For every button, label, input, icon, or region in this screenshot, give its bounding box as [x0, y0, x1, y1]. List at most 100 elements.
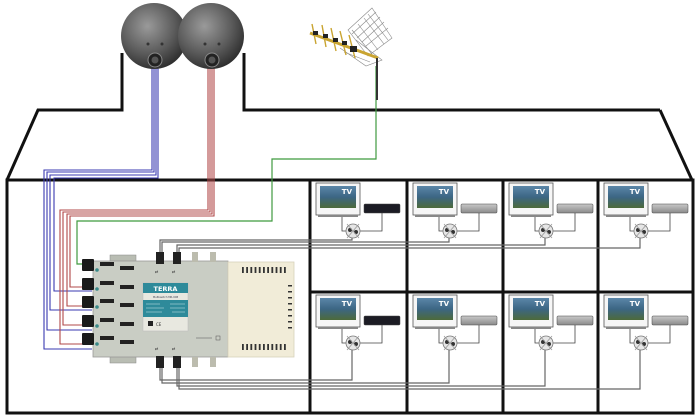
outlet-detail [539, 335, 553, 351]
set-top-receiver [651, 315, 689, 326]
dip-switch [100, 281, 114, 285]
receiver-cable [648, 213, 671, 232]
set-top-receiver [556, 203, 594, 214]
multiswitch-label-panel: TERRA Multiswitch MR-908 CE [142, 282, 189, 332]
status-led [95, 268, 99, 272]
tv-label: TV [342, 300, 353, 308]
tv-cable [438, 217, 443, 232]
dip-switch [100, 336, 114, 340]
vent-slot [246, 267, 248, 273]
psu-vents [242, 267, 292, 350]
tv-label: TV [630, 300, 641, 308]
room-3: TV [508, 182, 594, 239]
tv-set: TV [315, 182, 361, 217]
tv-stand [318, 327, 358, 329]
vent-slot [267, 344, 269, 350]
tv-set: TV [603, 182, 649, 217]
outlet-detail [634, 223, 648, 239]
tv-screen [513, 298, 549, 320]
status-led [95, 287, 99, 291]
status-led [95, 305, 99, 309]
set-top-receiver [363, 315, 401, 326]
vent-slot [284, 344, 286, 350]
tv-set: TV [315, 294, 361, 329]
sat-cable-red [69, 66, 215, 288]
tv-stand [511, 327, 551, 329]
vent-slot [288, 297, 292, 299]
roof-left [5, 53, 124, 181]
tv-cable [438, 329, 443, 344]
room-4: TV [603, 182, 689, 239]
multiswitch: ⇄⇄ ⇄⇄ TERRA Multiswitch MR-908 CE [82, 252, 229, 368]
sat-cable-blue [49, 66, 157, 311]
power-supply-unit [227, 261, 295, 358]
multiswitch-input-ports [82, 259, 94, 345]
satellite-dish-right [178, 3, 244, 69]
tv-cable [341, 217, 346, 232]
tv-stand [318, 215, 358, 217]
tv-set: TV [508, 182, 554, 217]
outlet-detail [443, 335, 457, 351]
tv-stand [606, 327, 646, 329]
tv-set: TV [412, 182, 458, 217]
tv-screen [608, 298, 644, 320]
vent-slot [250, 267, 253, 273]
tv-screen [513, 186, 549, 208]
vent-slot [263, 267, 265, 273]
tv-label: TV [342, 188, 353, 196]
room-6: TV [412, 294, 498, 351]
svg-text:CE: CE [156, 322, 162, 327]
outlet-detail [346, 335, 360, 351]
room-grid [308, 180, 693, 413]
room-5: TV [315, 294, 401, 351]
output-cable [159, 344, 353, 381]
tv-screen [417, 298, 453, 320]
vent-slot [288, 303, 292, 305]
status-led [95, 324, 99, 328]
dip-switch [120, 285, 134, 289]
tv-set: TV [412, 294, 458, 329]
multiswitch-model: Multiswitch MR-908 [153, 295, 179, 299]
set-top-receiver [460, 315, 498, 326]
vent-slot [254, 267, 257, 273]
dip-switch [120, 340, 134, 344]
tv-label: TV [535, 188, 546, 196]
vent-slot [288, 327, 292, 329]
sat-cable-blue [43, 66, 153, 350]
input-connector [82, 315, 94, 327]
wall-outlet [442, 223, 458, 239]
vent-slot [263, 344, 265, 350]
receiver-cable [553, 213, 576, 232]
status-led [95, 342, 99, 346]
room-2: TV [412, 182, 498, 239]
vent-slot [275, 267, 278, 273]
wall-outlet [345, 223, 361, 239]
dip-switch [100, 262, 114, 266]
input-connector [82, 333, 94, 345]
tv-screen [320, 298, 356, 320]
sat-cable-red [59, 66, 209, 345]
vent-slot [288, 315, 292, 317]
input-connector [82, 278, 94, 290]
vent-slot [284, 267, 286, 273]
multiswitch-dip-switches [95, 262, 134, 346]
sat-cable-blue [46, 66, 155, 331]
vent-slot [279, 344, 282, 350]
sat-cable-red [62, 66, 211, 326]
wall-outlet [633, 335, 649, 351]
room-7: TV [508, 294, 594, 351]
multiswitch-output-ports-bottom [156, 356, 216, 368]
antenna-balun [350, 46, 357, 52]
vent-slot [288, 309, 292, 311]
sat-cables-dish-left [43, 66, 159, 350]
wall-outlet [538, 335, 554, 351]
dip-switch [100, 318, 114, 322]
tv-screen [417, 186, 453, 208]
building-outline [5, 53, 695, 415]
vent-slot [242, 344, 244, 350]
tv-stand [415, 215, 455, 217]
output-cable [176, 344, 546, 387]
set-top-receiver [651, 203, 689, 214]
antenna-reflector-grid [339, 7, 393, 67]
tv-cable [629, 329, 634, 344]
